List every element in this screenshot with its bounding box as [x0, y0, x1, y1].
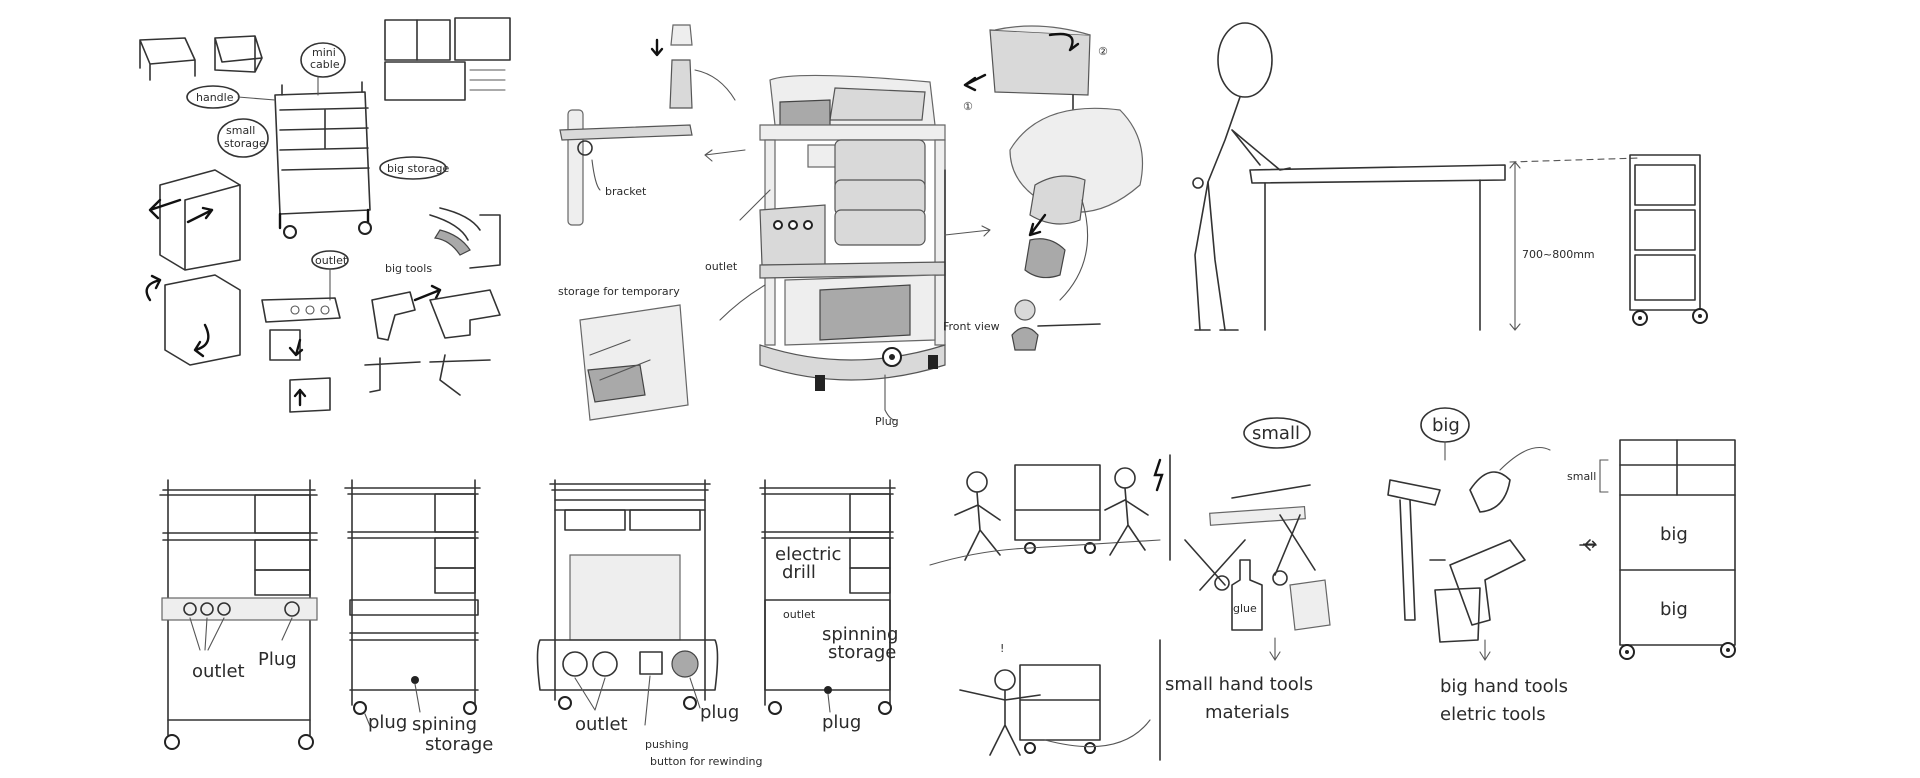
label-plug-b: plug — [368, 712, 407, 733]
panel-tool-categories: small glue small hand tools materials bi… — [1165, 408, 1568, 725]
caption-big-line2: eletric tools — [1440, 704, 1546, 725]
label-small-tools: small — [1252, 423, 1300, 444]
label-handle: handle — [196, 91, 234, 104]
caption-big-line1: big hand tools — [1440, 676, 1568, 697]
label-glue: glue — [1233, 602, 1257, 615]
caption-small-line2: materials — [1205, 702, 1290, 723]
label-outlet-1: outlet — [315, 254, 348, 267]
label-outlet-render: outlet — [705, 260, 738, 273]
label-outlet-a: outlet — [192, 661, 245, 682]
svg-text:→: → — [1582, 534, 1597, 555]
label-big-section-2: big — [1660, 599, 1688, 620]
svg-text:!: ! — [1000, 642, 1004, 655]
label-plug-render: Plug — [875, 415, 899, 428]
label-plug-d: plug — [822, 712, 861, 733]
panel-storage-plan: → small big big — [1567, 440, 1735, 659]
label-big-tools-2: big — [1432, 415, 1460, 436]
label-big-section-1: big — [1660, 524, 1688, 545]
label-outlet-c: outlet — [575, 714, 628, 735]
label-step-1: ① — [963, 100, 973, 113]
label-big-storage: big storage — [387, 162, 450, 175]
panel-height-comparison: 700~800mm — [1193, 23, 1707, 330]
label-outlet-d: outlet — [783, 608, 816, 621]
panel-stick-figures: ! — [930, 455, 1170, 760]
label-plug-c: plug — [700, 702, 739, 723]
label-step-2: ② — [1098, 45, 1108, 58]
caption-small-line1: small hand tools — [1165, 674, 1313, 695]
label-front-view: Front view — [943, 320, 1000, 333]
label-big-tools: big tools — [385, 262, 432, 275]
label-storage-temporary: storage for temporary — [558, 285, 680, 298]
label-small-section: small — [1567, 470, 1596, 483]
label-plug-a: Plug — [258, 649, 297, 670]
panel-cart-outlet-plug: outlet Plug — [160, 480, 317, 749]
label-height-dimension: 700~800mm — [1522, 248, 1595, 261]
panel-rendered-cart: bracket outlet storage for temporary Plu… — [558, 25, 1143, 428]
label-bracket: bracket — [605, 185, 647, 198]
